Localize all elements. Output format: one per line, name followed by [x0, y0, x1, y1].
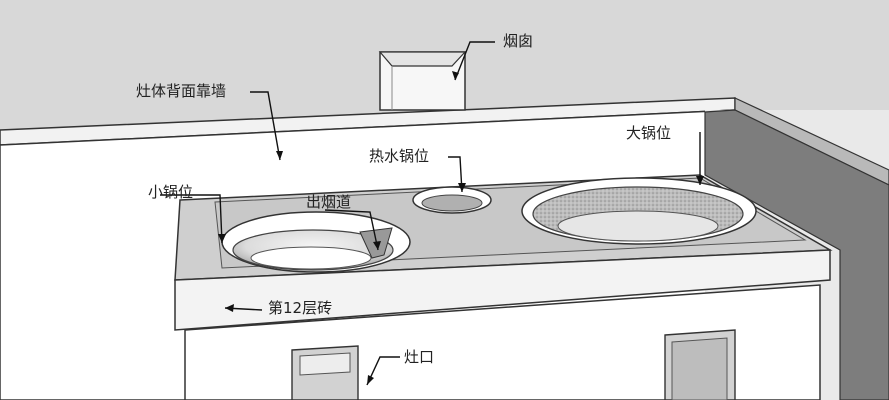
label-smoke-outlet: 出烟道	[306, 193, 352, 211]
label-big-pot: 大锅位	[626, 124, 672, 142]
leader-hot-water	[448, 156, 463, 193]
stove-body	[184, 284, 821, 400]
hot-water-pot-hole	[412, 186, 492, 214]
label-layer12-brick: 第12层砖	[268, 299, 333, 317]
label-firebox-opening: 灶口	[404, 348, 435, 366]
big-pot-hole	[521, 177, 757, 245]
label-chimney: 烟囱	[503, 32, 534, 50]
leader-smoke-outlet	[324, 209, 379, 251]
leader-firebox	[366, 356, 400, 386]
label-hot-water-pot: 热水锅位	[369, 147, 430, 165]
leader-chimney	[454, 41, 495, 81]
leader-arrowheads	[218, 71, 704, 385]
label-back-wall: 灶体背面靠墙	[136, 82, 227, 100]
chimney	[378, 51, 467, 111]
small-pot-hole	[221, 211, 411, 273]
label-small-pot: 小锅位	[148, 183, 194, 201]
leader-small-pot	[160, 194, 223, 244]
leader-back-wall	[250, 91, 281, 161]
